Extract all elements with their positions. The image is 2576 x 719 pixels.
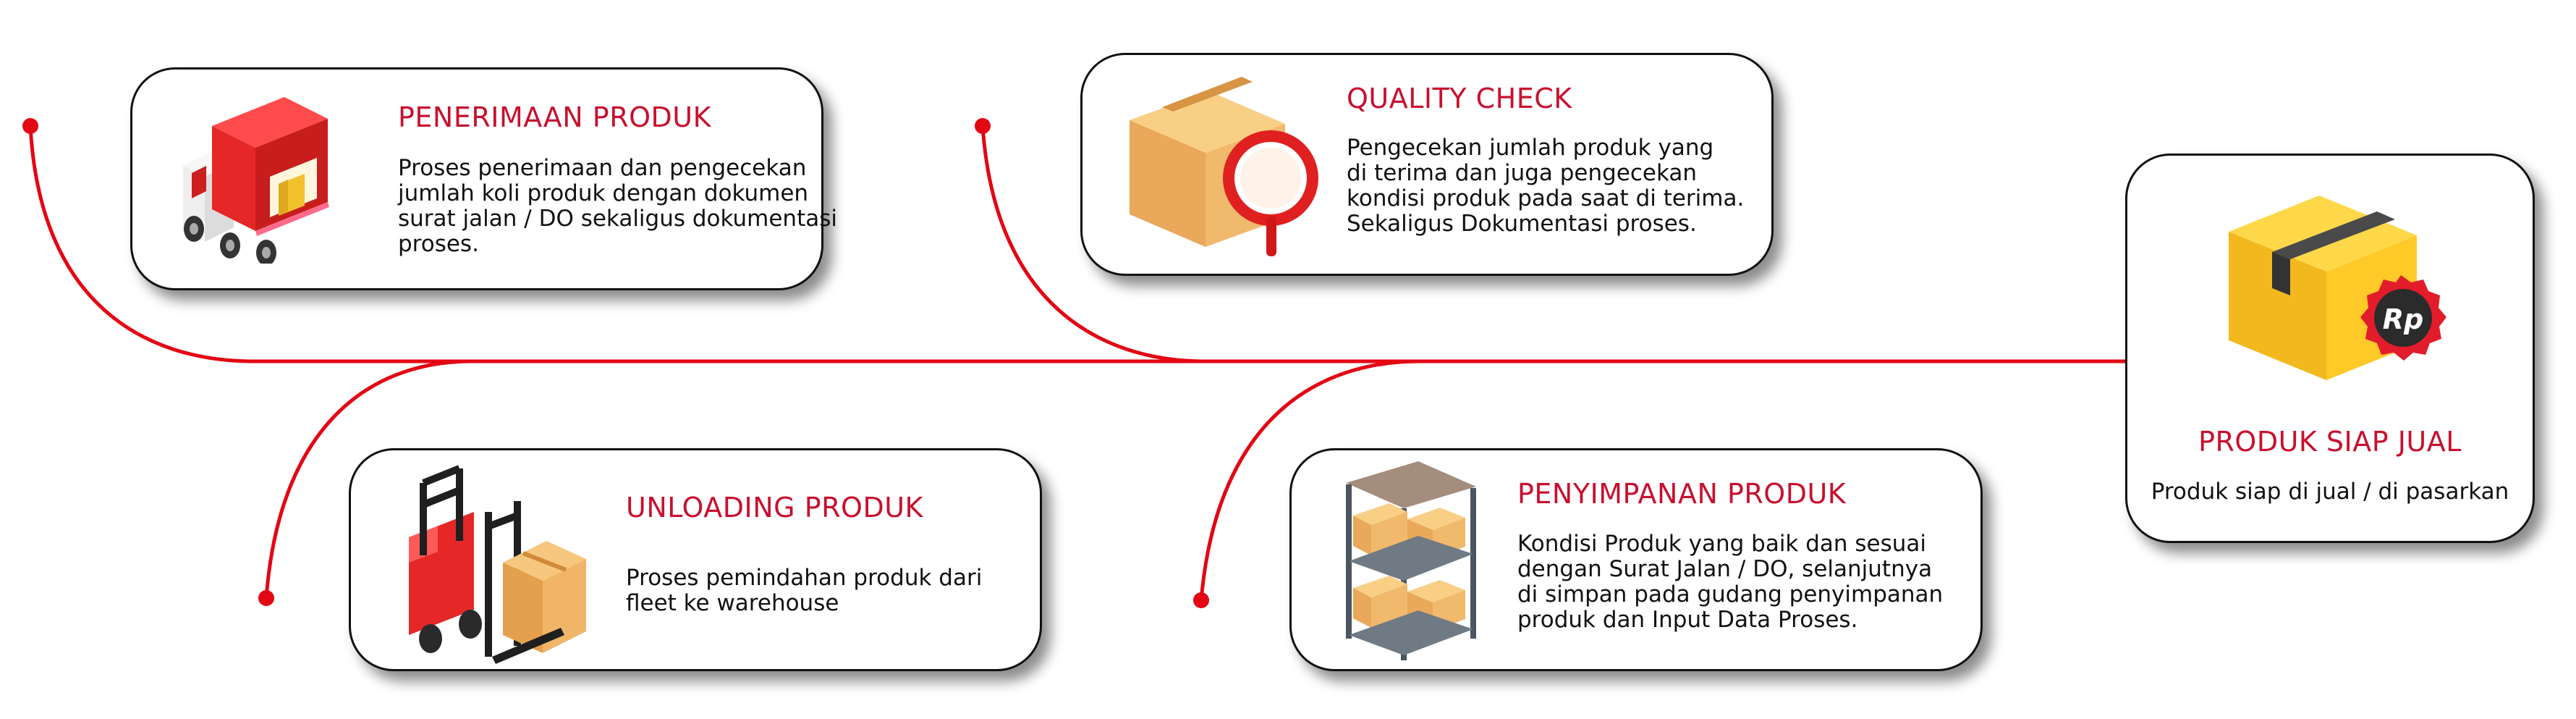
- desc-line: surat jalan / DO sekaligus dokumentasi: [398, 206, 837, 232]
- desc-line: Pengecekan jumlah produk yang: [1347, 135, 1714, 161]
- price-badge-label: Rp: [2383, 303, 2423, 335]
- desc-line: di terima dan juga pengecekan: [1347, 160, 1698, 186]
- step-title-unloading: UNLOADING PRODUK: [626, 492, 923, 524]
- step-desc-produk-siap-jual: Produk siap di jual / di pasarkan: [2127, 479, 2533, 505]
- desc-line: Kondisi Produk yang baik dan sesuai: [1517, 531, 1927, 557]
- desc-line: kondisi produk pada saat di terima.: [1347, 185, 1745, 211]
- forklift-icon: [394, 461, 590, 668]
- desc-line: jumlah koli produk dengan dokumen: [398, 180, 809, 206]
- box-magnifier-icon: [1122, 70, 1325, 265]
- timeline-dot-penerimaan: [22, 118, 38, 134]
- timeline-dot-unloading: [258, 590, 274, 606]
- step-card-penyimpanan: PENYIMPANAN PRODUK Kondisi Produk yang b…: [1289, 448, 1983, 671]
- desc-line: di simpan pada gudang penyimpanan: [1517, 581, 1944, 607]
- step-card-penerimaan: PENERIMAAN PRODUK Proses penerimaan dan …: [130, 67, 837, 290]
- desc-line: dengan Surat Jalan / DO, selanjutnya: [1517, 556, 1933, 582]
- step-card-unloading: UNLOADING PRODUK Proses pemindahan produ…: [349, 448, 1042, 671]
- desc-line: Proses pemindahan produk dari: [626, 565, 983, 591]
- timeline-dot-quality-check: [975, 118, 991, 134]
- delivery-truck-icon: [161, 97, 335, 266]
- step-title-produk-siap-jual: PRODUK SIAP JUAL: [2198, 426, 2462, 458]
- timeline-dot-penyimpanan: [1193, 592, 1209, 608]
- step-desc-penerimaan: Proses penerimaan dan pengecekan jumlah …: [398, 156, 837, 257]
- branch-line-penyimpanan: [1199, 359, 1419, 601]
- branch-line-unloading: [264, 359, 471, 599]
- storage-shelf-icon: [1339, 461, 1483, 664]
- step-desc-penyimpanan: Kondisi Produk yang baik dan sesuai deng…: [1517, 531, 1943, 633]
- desc-line: fleet ke warehouse: [626, 590, 839, 616]
- step-desc-unloading: Proses pemindahan produk dari fleet ke w…: [626, 565, 982, 616]
- desc-line: proses.: [398, 231, 479, 257]
- desc-line: produk dan Input Data Proses.: [1517, 607, 1858, 633]
- branch-line-penerimaan: [28, 125, 250, 363]
- step-title-penyimpanan: PENYIMPANAN PRODUK: [1517, 478, 1847, 510]
- branch-line-quality-check: [980, 125, 1202, 363]
- desc-line: Produk siap di jual / di pasarkan: [2151, 479, 2509, 505]
- desc-line: Proses penerimaan dan pengecekan: [398, 155, 807, 181]
- step-card-produk-siap-jual: Rp PRODUK SIAP JUAL Produk siap di jual …: [2125, 154, 2535, 543]
- desc-line: Sekaligus Dokumentasi proses.: [1347, 211, 1697, 237]
- box-price-tag-icon: Rp: [2221, 174, 2453, 391]
- step-card-quality-check: QUALITY CHECK Pengecekan jumlah produk y…: [1080, 53, 1774, 276]
- step-title-penerimaan: PENERIMAAN PRODUK: [398, 101, 712, 133]
- step-desc-quality-check: Pengecekan jumlah produk yang di terima …: [1347, 135, 1744, 237]
- step-title-quality-check: QUALITY CHECK: [1347, 83, 1572, 114]
